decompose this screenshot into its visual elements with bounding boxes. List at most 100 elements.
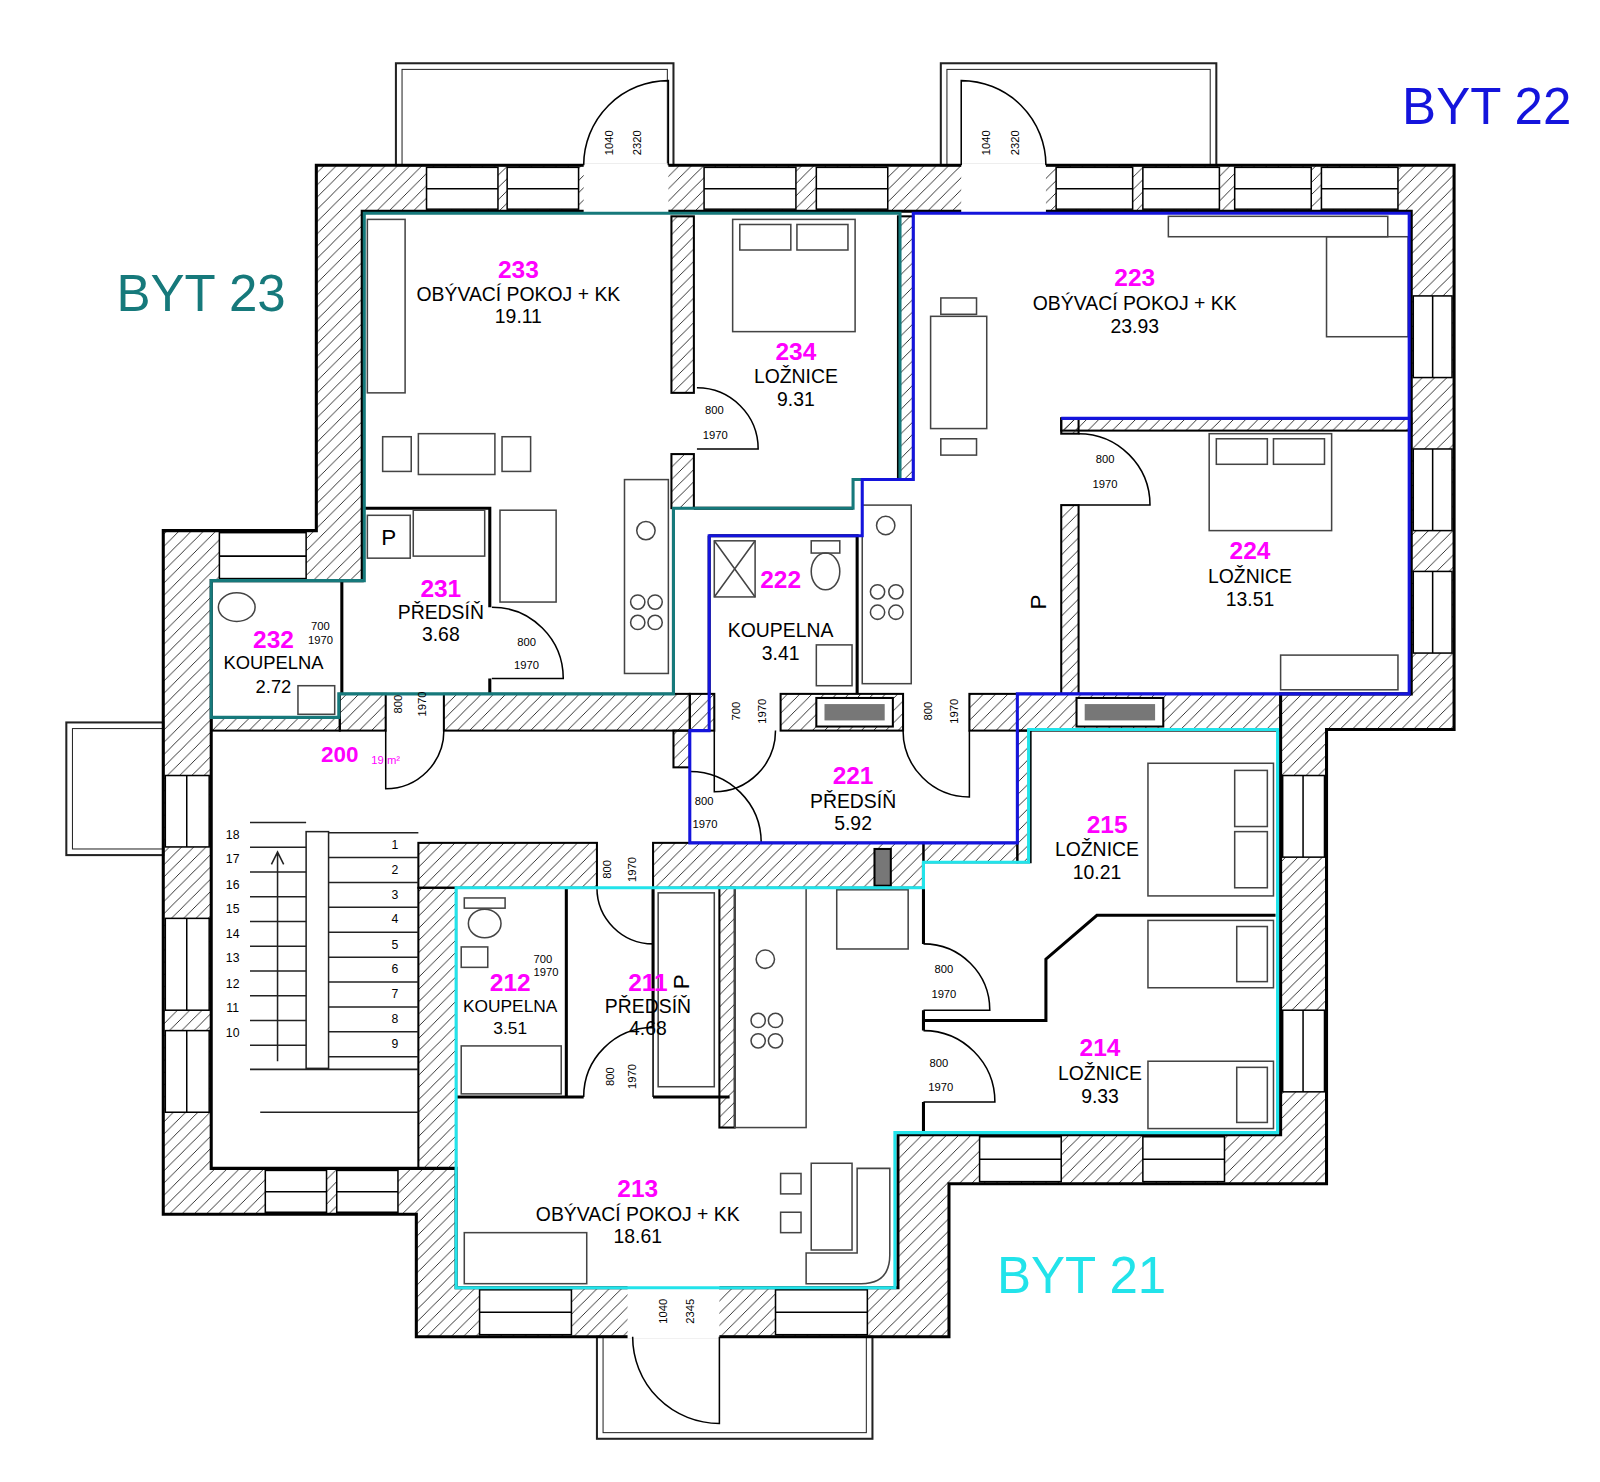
doorway — [584, 163, 669, 213]
furniture — [1237, 927, 1268, 982]
furniture — [418, 434, 495, 475]
furniture — [1209, 434, 1331, 531]
room-area: 19.11 — [495, 307, 542, 326]
balcony — [396, 63, 674, 165]
furniture — [383, 437, 412, 472]
chimney — [1085, 704, 1155, 720]
apartment-outline: BYT 22223OBÝVACÍ POKOJ + KK23.93224LOŽNI… — [690, 213, 1409, 843]
window — [165, 776, 209, 847]
interior-wall — [340, 694, 386, 731]
furniture — [816, 645, 852, 686]
apartment-outline: BYT 21215LOŽNICE10.21212KOUPELNA3.51211P… — [456, 730, 1277, 1288]
room-area: 9.31 — [777, 389, 815, 408]
stair-number: 9 — [391, 1038, 398, 1050]
furniture — [751, 1013, 765, 1027]
door-dimension: 1970 — [693, 819, 718, 830]
balcony — [597, 1337, 873, 1439]
room-number: 231 — [420, 577, 461, 601]
stair-number: 7 — [391, 988, 398, 1000]
chimney — [816, 698, 893, 727]
room: 223OBÝVACÍ POKOJ + KK23.93 — [916, 216, 1406, 416]
furniture — [768, 1034, 782, 1048]
furniture — [1148, 763, 1274, 896]
interior-wall — [671, 454, 693, 508]
furniture — [870, 605, 884, 619]
interior-wall — [444, 694, 690, 731]
door-dimension: 700 — [731, 702, 742, 721]
furniture — [631, 615, 645, 629]
stair-number: 8 — [391, 1013, 398, 1025]
door-swing — [584, 81, 669, 166]
door-dimension: 800 — [392, 695, 403, 714]
stair-number: 13 — [226, 952, 240, 964]
staircase — [271, 852, 283, 1061]
room-number: 211 — [628, 970, 668, 994]
door-swing — [690, 771, 761, 842]
staircase — [329, 833, 419, 1057]
window — [165, 918, 209, 1010]
window — [186, 776, 188, 847]
furniture — [931, 316, 987, 428]
furniture — [218, 216, 1408, 1283]
furniture — [1327, 237, 1409, 337]
room: 222KOUPELNA3.41 — [712, 539, 855, 692]
furniture — [1148, 1061, 1274, 1128]
interior-wall — [673, 731, 689, 768]
furniture — [502, 437, 531, 472]
stair-number: 12 — [226, 978, 240, 990]
door-dimension: 700 — [533, 954, 552, 965]
room-name: KOUPELNA — [463, 997, 557, 1014]
door-swing — [923, 1031, 994, 1102]
window — [1432, 296, 1434, 378]
door-dimension: 800 — [935, 964, 954, 975]
interior-wall — [653, 843, 923, 888]
stair-number: 16 — [226, 879, 240, 891]
window — [776, 1290, 868, 1335]
furniture — [941, 298, 977, 314]
interior-wall — [418, 843, 597, 888]
furniture — [740, 224, 791, 250]
door-dimension: 800 — [705, 405, 724, 416]
apartment-border-line — [456, 730, 1277, 1288]
room: 232KOUPELNA2.72 — [213, 583, 337, 716]
room-area: 10.21 — [1073, 863, 1122, 882]
room-name: OBÝVACÍ POKOJ + KK — [416, 284, 620, 303]
apartment-border-line — [690, 213, 1409, 843]
furniture — [624, 480, 668, 674]
door-dimension: 2320 — [632, 130, 643, 155]
partition-wall — [342, 508, 1276, 1132]
room-number: 223 — [1114, 265, 1155, 289]
parking-mark: P — [1028, 595, 1050, 610]
balcony — [947, 69, 1210, 165]
window — [165, 167, 1452, 1334]
window — [1235, 167, 1312, 209]
stair-number: 14 — [226, 928, 240, 940]
stair-number: 1 — [391, 839, 398, 851]
window — [704, 188, 796, 190]
furniture — [877, 516, 895, 534]
room-number: 222 — [760, 567, 801, 591]
window — [1413, 296, 1452, 378]
stair-number: 10 — [226, 1027, 240, 1039]
furniture — [367, 219, 405, 392]
door-dimension: 800 — [517, 637, 536, 648]
room: 221PŘEDSÍŇ5.92 — [694, 735, 1013, 840]
balcony — [941, 63, 1217, 165]
furniture — [781, 1212, 801, 1232]
parking-mark: P — [381, 527, 396, 549]
furniture — [1273, 439, 1324, 465]
stair-number: 4 — [391, 913, 398, 925]
room-number: 212 — [490, 970, 531, 994]
chimney — [874, 849, 890, 886]
furniture — [1216, 439, 1267, 465]
staircase — [250, 822, 418, 1112]
door-swing — [714, 731, 775, 792]
window — [480, 1311, 572, 1313]
room: 215LOŽNICE10.21 — [1031, 733, 1276, 914]
window — [1143, 1158, 1225, 1160]
interior-wall — [719, 888, 734, 1128]
door-swing — [597, 888, 653, 944]
furniture — [461, 1046, 561, 1094]
